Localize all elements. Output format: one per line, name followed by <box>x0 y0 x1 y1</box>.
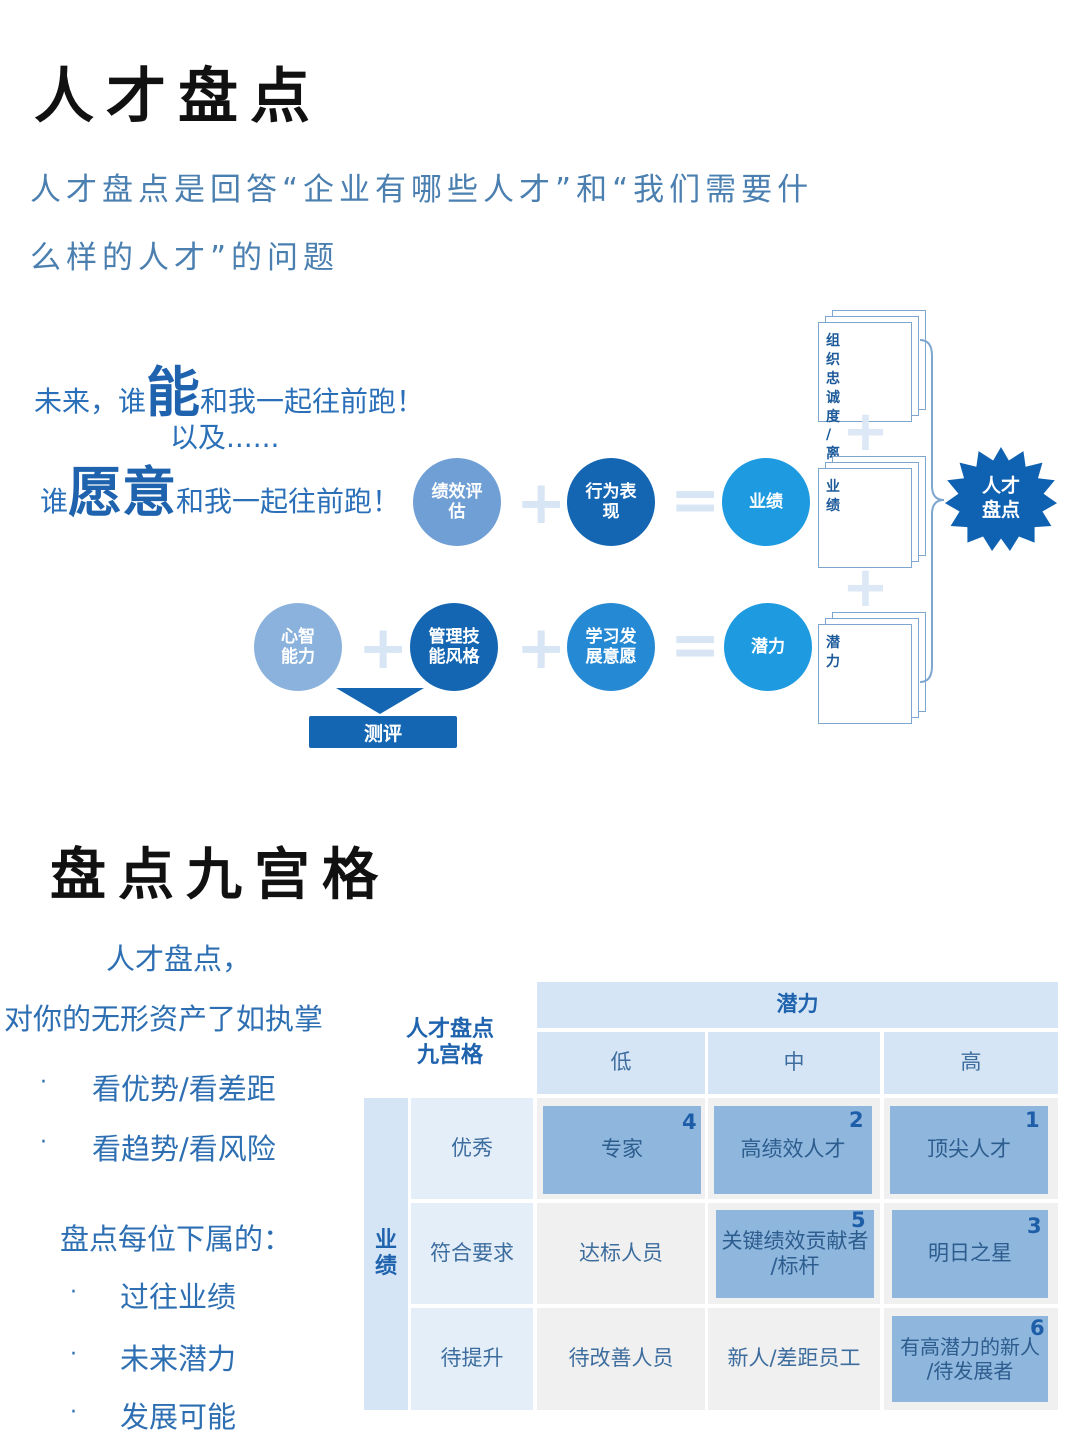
point-advantage: 看优势/看差距 <box>92 1072 276 1106</box>
cell-number: 5 <box>851 1208 866 1232</box>
bullet: · <box>40 1130 47 1155</box>
circle-mental-ability: 心智 能力 <box>254 603 342 691</box>
row-meets: 符合要求 <box>411 1203 533 1304</box>
bullet: · <box>70 1280 77 1305</box>
point-development: 发展可能 <box>120 1400 237 1434</box>
bullet: · <box>70 1400 77 1425</box>
row-improve: 待提升 <box>411 1308 533 1410</box>
header-performance: 业 绩 <box>364 1098 408 1410</box>
equals-icon: = <box>670 465 721 535</box>
cell-key-contributor: 关键绩效贡献者 /标杆 <box>716 1210 874 1298</box>
circle-learning-willingness: 学习发 展意愿 <box>567 603 655 691</box>
plus-icon: + <box>358 613 409 683</box>
cell-number: 2 <box>849 1108 864 1132</box>
arrow-down-icon <box>336 688 424 714</box>
col-low: 低 <box>537 1032 705 1094</box>
cell-high-performer: 高绩效人才 <box>714 1106 872 1194</box>
cell-top-talent: 顶尖人才 <box>890 1106 1048 1194</box>
bracket <box>919 339 945 683</box>
plus-icon: + <box>516 613 567 683</box>
cell-high-potential: 有高潜力的新人 /待发展者 <box>892 1316 1048 1402</box>
circle-potential: 潜力 <box>724 603 812 691</box>
grid-corner: 人才盘点 九宫格 <box>405 1016 494 1068</box>
plus-icon: + <box>842 555 889 620</box>
left-line-1: 人才盘点， <box>106 942 252 976</box>
cell-qualified: 达标人员 <box>579 1240 663 1265</box>
left-line-2: 对你的无形资产了如执掌 <box>4 1002 324 1036</box>
bullet: · <box>40 1070 47 1095</box>
col-mid: 中 <box>708 1032 880 1094</box>
cell-number: 3 <box>1027 1214 1042 1238</box>
intro-line-2: 么样的人才”的问题 <box>30 240 340 276</box>
section-title: 盘点九宫格 <box>50 842 390 908</box>
test-button[interactable]: 测评 <box>309 716 457 748</box>
circle-performance: 业绩 <box>722 458 810 546</box>
point-future: 未来潜力 <box>120 1342 237 1376</box>
point-past: 过往业绩 <box>120 1280 237 1314</box>
cell-number: 4 <box>682 1110 697 1134</box>
doc-label: 业绩 <box>826 479 840 514</box>
slogan-post: 和我一起往前跑！ <box>176 485 401 518</box>
bullet: · <box>70 1342 77 1367</box>
slogan-post: 和我一起往前跑！ <box>200 385 425 418</box>
header-potential: 潜力 <box>537 982 1058 1028</box>
intro-line-1: 人才盘点是回答“企业有哪些人才”和“我们需要什 <box>30 172 814 208</box>
equals-icon: = <box>670 610 721 680</box>
slogan-pre: 未来，谁 <box>34 385 147 418</box>
circle-management-style: 管理技 能风格 <box>410 603 498 691</box>
page-title: 人才盘点 <box>34 62 322 132</box>
slogan-big-word: 愿意 <box>68 461 177 524</box>
doc-label: 潜力 <box>826 635 840 670</box>
point-trend: 看趋势/看风险 <box>92 1132 276 1166</box>
grid-cell-bg <box>537 1308 705 1410</box>
col-high: 高 <box>884 1032 1058 1094</box>
talent-review-badge: 人才 盘点 <box>945 447 1057 551</box>
cell-number: 6 <box>1030 1316 1045 1340</box>
cell-rising-star: 明日之星 <box>892 1210 1048 1298</box>
left-line-3: 盘点每位下属的： <box>60 1222 293 1256</box>
row-excellent: 优秀 <box>411 1098 533 1199</box>
cell-number: 1 <box>1025 1108 1040 1132</box>
slogan-big-word: 能 <box>146 361 201 424</box>
grid-cell-bg <box>708 1308 880 1410</box>
cell-newcomer: 新人/差距员工 <box>727 1346 861 1371</box>
slogan-line-2: 以及...... <box>170 421 280 454</box>
cell-needs-improvement: 待改善人员 <box>568 1346 674 1371</box>
grid-cell-bg <box>537 1203 705 1304</box>
slogan-line-3: 谁愿意和我一起往前跑！ <box>40 448 400 527</box>
circle-behavior: 行为表 现 <box>567 458 655 546</box>
circle-performance-review: 绩效评 估 <box>413 458 501 546</box>
plus-icon: + <box>842 399 889 464</box>
plus-icon: + <box>516 468 567 538</box>
slogan-line-1: 未来，谁能和我一起往前跑！ <box>34 348 424 427</box>
slogan-pre: 谁 <box>40 485 69 518</box>
cell-expert: 专家 <box>543 1106 701 1194</box>
